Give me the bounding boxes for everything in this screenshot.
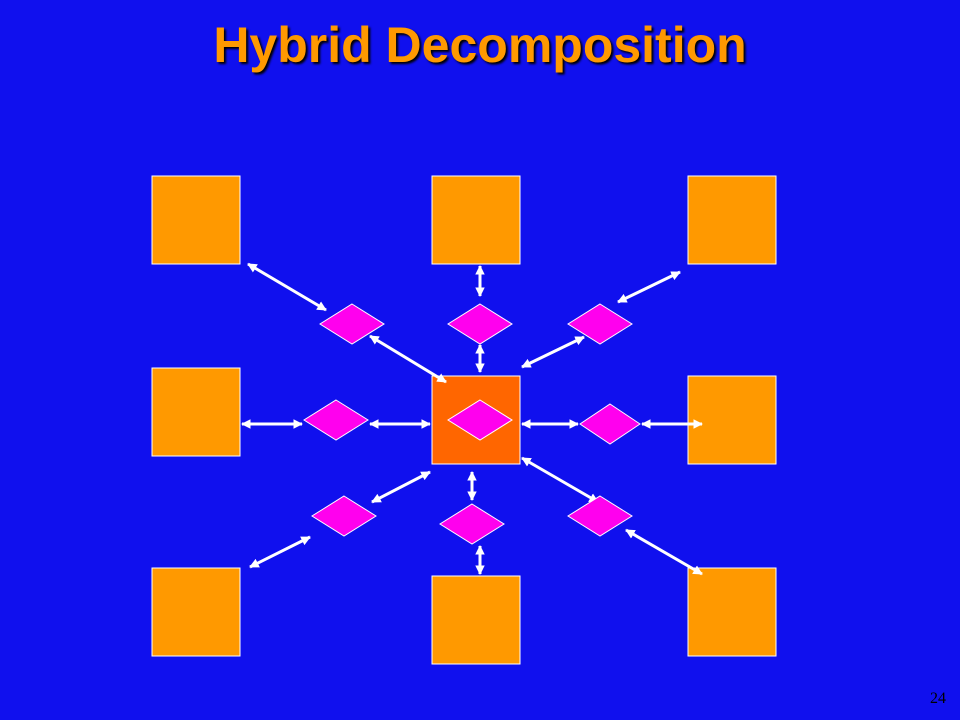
arrow-top-right-square-to-diamond xyxy=(617,270,681,304)
square-top-left xyxy=(151,175,241,265)
arrow-diamond-to-bottom-left-square xyxy=(249,535,311,569)
diamond-left xyxy=(303,399,369,441)
arrow-center-to-diamond-lower-right xyxy=(521,456,599,504)
diamond-upper-left xyxy=(319,303,385,345)
diamond-upper-right xyxy=(567,303,633,345)
arrow-diamond-to-bottom-right-square xyxy=(625,528,703,576)
diamond-lower-right xyxy=(567,495,633,537)
diamond-right xyxy=(579,403,641,445)
diamond-center xyxy=(447,399,513,441)
diamond-upper xyxy=(447,303,513,345)
square-bottom-right xyxy=(687,567,777,657)
square-top-right xyxy=(687,175,777,265)
square-bottom-left xyxy=(151,567,241,657)
square-right xyxy=(687,375,777,465)
square-left xyxy=(151,367,241,457)
diamond-lower xyxy=(439,503,505,545)
arrow-diamond-to-center-upper-right xyxy=(521,335,585,369)
arrow-center-to-diamond-lower-left xyxy=(371,470,431,504)
diamond-lower-left xyxy=(311,495,377,537)
arrow-diamond-to-center-upper-left xyxy=(369,334,447,384)
square-top xyxy=(431,175,521,265)
arrow-top-left-square-to-diamond xyxy=(247,262,327,312)
slide-title: Hybrid Decomposition xyxy=(213,17,747,73)
square-bottom xyxy=(431,575,521,665)
page-number: 24 xyxy=(930,690,946,707)
